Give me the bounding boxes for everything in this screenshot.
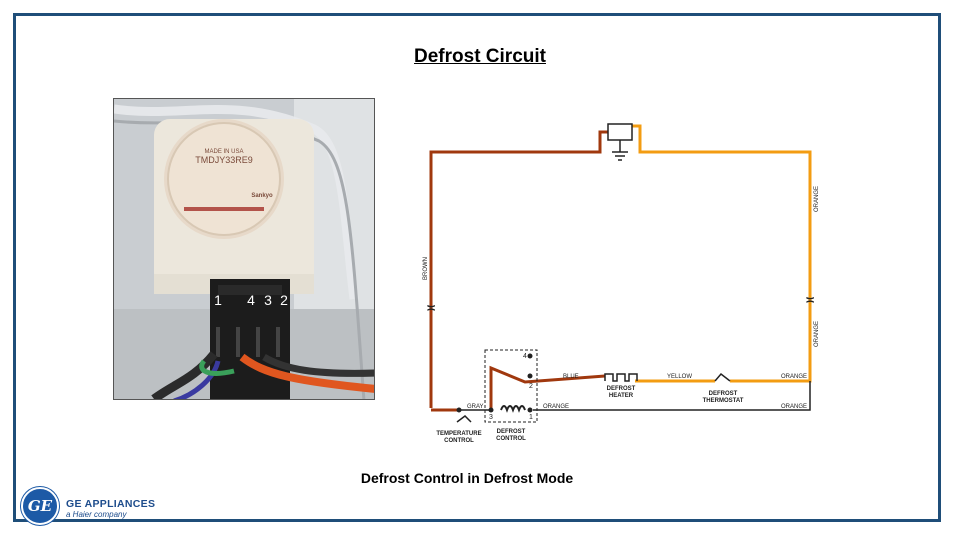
terminal-number: 4	[247, 292, 255, 308]
brown-wire	[429, 130, 610, 408]
top-plug-icon	[607, 123, 633, 141]
orange-bottom-label: ORANGE	[781, 404, 807, 410]
defrost-control-label: DEFROST	[497, 429, 526, 435]
brand-name: GE APPLIANCES	[66, 498, 156, 510]
terminal-label: 3	[489, 414, 493, 421]
ge-appliances-logo: GE GE APPLIANCES a Haier company	[21, 487, 201, 525]
orange-right-label: ORANGE	[814, 321, 820, 347]
temperature-control-icon	[456, 415, 472, 423]
defrost-control-label: CONTROL	[496, 436, 526, 442]
terminal-label: 1	[529, 414, 533, 421]
coil-icon	[500, 405, 526, 413]
brown-switch-wire	[489, 365, 606, 410]
slide-caption: Defrost Control in Defrost Mode	[360, 470, 574, 486]
heater-label: DEFROST	[607, 386, 636, 392]
blue-label: BLUE	[563, 374, 579, 380]
defrost-circuit-diagram: ≍ ≍ 4 2 3 1 BROWN ORANGE ORANGE BLUE YEL…	[423, 123, 820, 444]
timer-made-in: MADE IN USA	[204, 149, 243, 155]
break-mark-icon: ≍	[426, 301, 436, 315]
thermostat-icon	[714, 372, 731, 382]
heater-label: HEATER	[609, 393, 634, 399]
temperature-control-label: CONTROL	[444, 438, 474, 444]
thermostat-label: THERMOSTAT	[703, 398, 744, 404]
orange-return-wire	[533, 381, 811, 411]
brand-tagline: a Haier company	[66, 510, 127, 519]
temperature-control-label: TEMPERATURE	[436, 431, 481, 437]
terminal-label: 4	[523, 353, 527, 360]
timer-photo-image: MADE IN USA TMDJY33RE9 Sankyo 1 4 3 2	[114, 99, 374, 399]
yellow-label: YELLOW	[667, 374, 692, 380]
defrost-control-box	[484, 349, 538, 423]
ge-monogram-icon: GE	[21, 487, 59, 525]
slide-title: Defrost Circuit	[414, 46, 546, 67]
orange-wire	[630, 124, 812, 383]
defrost-timer-photo: MADE IN USA TMDJY33RE9 Sankyo 1 4 3 2	[113, 98, 375, 400]
brown-label: BROWN	[423, 257, 429, 280]
heater-icon	[604, 373, 638, 382]
terminal-number: 2	[280, 292, 288, 308]
terminal-number: 1	[214, 292, 222, 308]
timer-brand: Sankyo	[251, 193, 273, 199]
thermostat-label: DEFROST	[709, 391, 738, 397]
timer-model: TMDJY33RE9	[195, 155, 253, 165]
orange-top-label: ORANGE	[814, 186, 820, 212]
orange-mid-label: ORANGE	[781, 374, 807, 380]
break-mark-icon: ≍	[805, 293, 815, 307]
gray-label: GRAY	[467, 404, 484, 410]
terminal-label: 2	[529, 383, 533, 390]
orange-left-label: ORANGE	[543, 404, 569, 410]
terminal-number: 3	[264, 292, 272, 308]
